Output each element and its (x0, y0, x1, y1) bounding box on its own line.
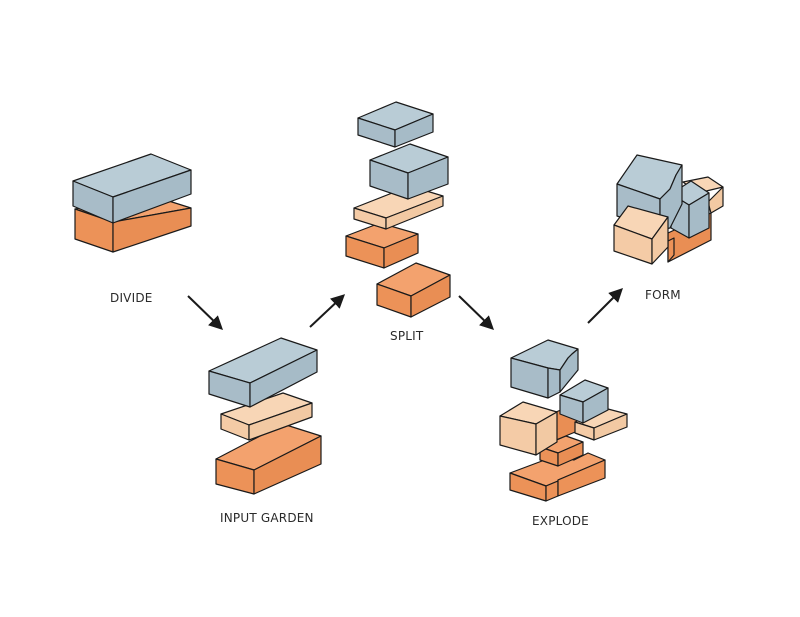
arrows (187, 288, 623, 330)
arrow-input-to-split (309, 294, 346, 328)
step-label-form: FORM (645, 288, 681, 302)
explode-blue-small (559, 379, 609, 424)
divide-diagram (72, 153, 192, 253)
explode-peach-right (574, 408, 628, 441)
input-peach-block (220, 392, 313, 441)
input-orange-block (215, 423, 322, 495)
explode-blue-notched (510, 339, 579, 399)
explode-orange-base (509, 452, 606, 502)
input-garden-diagram (208, 337, 322, 495)
arrow-explode-to-form (587, 288, 623, 324)
split-orange-bottom-block (376, 262, 451, 318)
explode-diagram (499, 339, 628, 502)
form-peach-front (613, 205, 669, 265)
form-diagram (613, 154, 724, 265)
divide-blue-block (72, 153, 192, 224)
arrow-divide-to-input (187, 295, 224, 330)
explode-peach-left (499, 401, 558, 456)
input-blue-block (208, 337, 318, 408)
step-label-divide: DIVIDE (110, 291, 153, 305)
split-diagram (345, 101, 451, 318)
split-orange-top-block (345, 222, 419, 269)
arrow-split-to-explode (458, 295, 495, 330)
step-label-input-garden: INPUT GARDEN (220, 511, 314, 525)
split-blue-lower-block (369, 143, 449, 200)
split-blue-upper-block (357, 101, 434, 148)
step-label-split: SPLIT (390, 329, 424, 343)
step-label-explode: EXPLODE (532, 514, 589, 528)
